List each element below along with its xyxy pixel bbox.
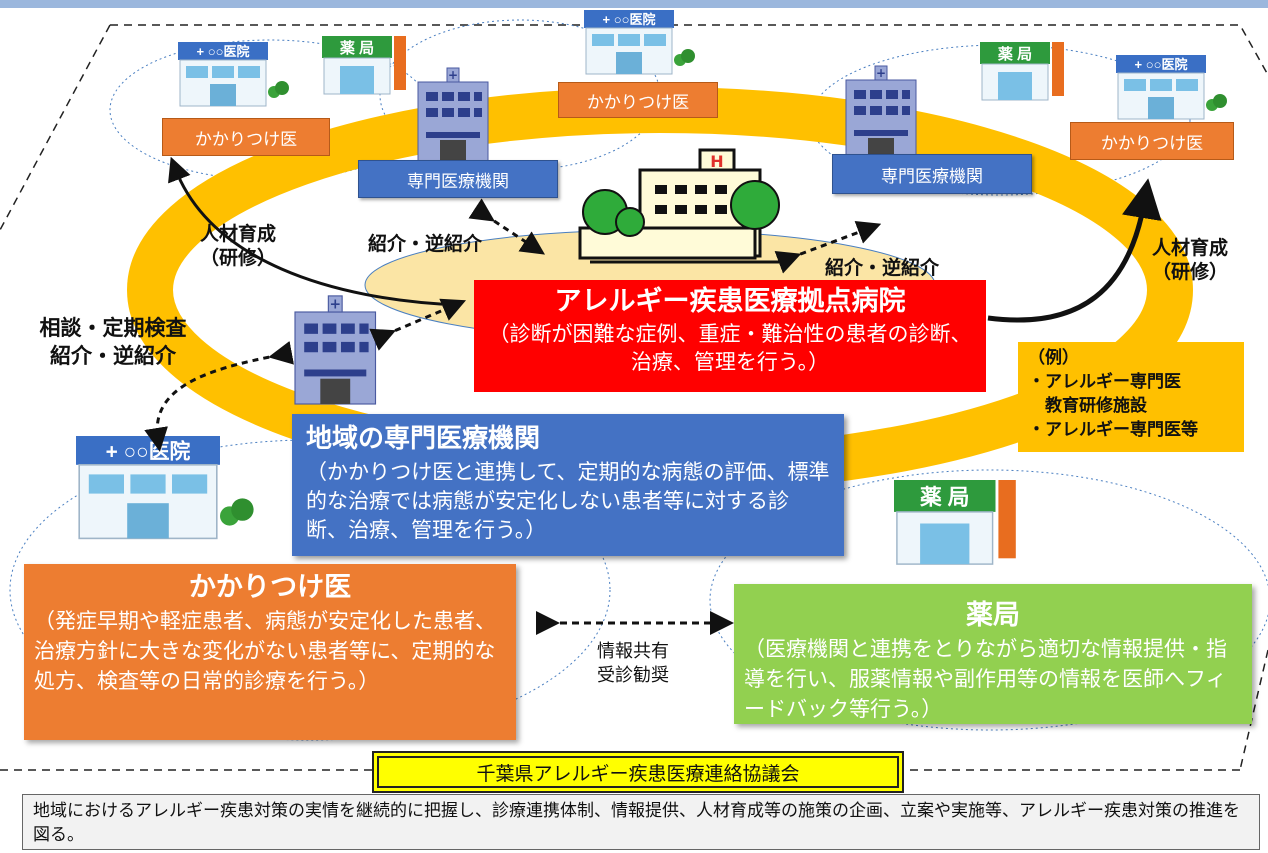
family-doctor-box-top-right: かかりつけ医	[1070, 122, 1234, 160]
regional-specialist-title: 地域の専門医療機関	[306, 424, 541, 454]
regional-specialist-box: 地域の専門医療機関 （かかりつけ医と連携して、定期的な病態の評価、標準的な治療で…	[292, 414, 844, 556]
example-box: （例） ・アレルギー専門医 教育研修施設 ・アレルギー専門医等	[1018, 342, 1244, 452]
example-item-1: ・アレルギー専門医	[1028, 372, 1181, 392]
referral-label-right: 紹介・逆紹介	[824, 257, 939, 279]
pharmacy-description: （医療機関と連携をとりながら適切な情報提供・指導を行い、服薬情報や副作用等の情報…	[744, 637, 1227, 721]
pharmacy-box: 薬局 （医療機関と連携をとりながら適切な情報提供・指導を行い、服薬情報や副作用等…	[734, 584, 1252, 724]
training-label-left: 人材育成 （研修）	[178, 222, 298, 270]
info-share-line1: 情報共有	[597, 641, 669, 662]
top-accent-bar	[0, 0, 1268, 8]
consult-label-line1: 相談・定期検査	[39, 316, 187, 340]
hub-hospital-box: アレルギー疾患医療拠点病院 （診断が困難な症例、重症・難治性の患者の診断、治療、…	[474, 280, 986, 392]
specialist-box-right: 専門医療機関	[832, 154, 1032, 194]
training-label-right-line2: （研修）	[1151, 261, 1228, 283]
hub-hospital-title: アレルギー疾患医療拠点病院	[554, 286, 906, 317]
council-note: 地域におけるアレルギー疾患対策の実情を継続的に把握し、診療連携体制、情報提供、人…	[22, 794, 1260, 850]
specialist-box-left: 専門医療機関	[358, 160, 558, 198]
info-share-line2: 受診勧奨	[597, 665, 669, 686]
family-doctor-box-top-center: かかりつけ医	[558, 82, 718, 118]
training-label-right-line1: 人材育成	[1151, 237, 1228, 259]
training-label-left-line2: （研修）	[199, 247, 276, 269]
info-share-label: 情報共有 受診勧奨	[578, 640, 688, 688]
consult-label: 相談・定期検査 紹介・逆紹介	[18, 314, 208, 370]
training-label-left-line1: 人材育成	[199, 223, 276, 245]
family-doctor-box: かかりつけ医 （発症早期や軽症患者、病態が安定化した患者、治療方針に大きな変化が…	[24, 564, 516, 740]
svg-text:H: H	[710, 152, 723, 171]
example-head: （例）	[1028, 348, 1079, 368]
hub-hospital-description: （診断が困難な症例、重症・難治性の患者の診断、治療、管理を行う。）	[488, 322, 972, 374]
family-doctor-title: かかりつけ医	[188, 572, 352, 603]
referral-label-left: 紹介・逆紹介	[367, 233, 482, 255]
family-doctor-description: （発症早期や軽症患者、病態が安定化した患者、治療方針に大きな変化がない患者等に、…	[34, 609, 496, 693]
training-label-right: 人材育成 （研修）	[1130, 236, 1250, 284]
regional-specialist-description: （かかりつけ医と連携して、定期的な病態の評価、標準的な治療では病態が安定化しない…	[306, 460, 830, 542]
pharmacy-title: 薬局	[966, 600, 1020, 631]
council-title-box: 千葉県アレルギー疾患医療連絡協議会	[372, 751, 904, 793]
consult-label-line2: 紹介・逆紹介	[50, 344, 176, 368]
example-item-3: ・アレルギー専門医等	[1028, 420, 1198, 440]
family-doctor-box-top-left: かかりつけ医	[162, 118, 330, 156]
example-item-2: 教育研修施設	[1028, 396, 1147, 416]
